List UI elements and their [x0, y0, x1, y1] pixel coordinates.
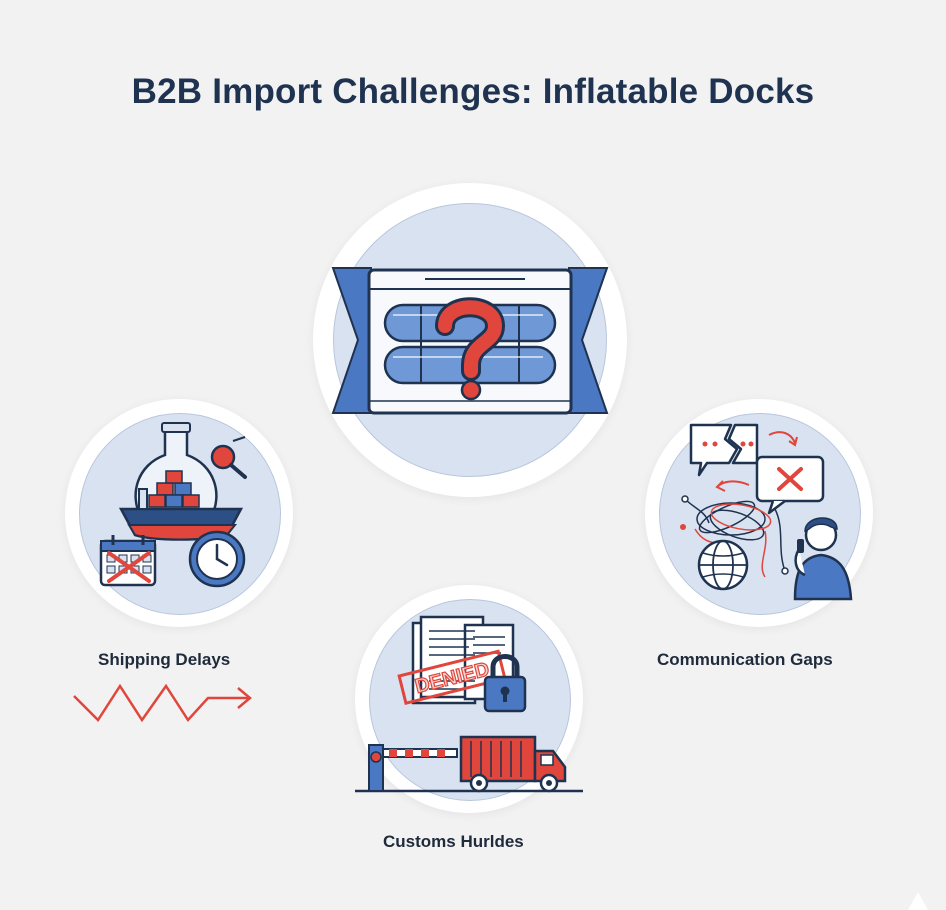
- center-medallion: [313, 183, 627, 497]
- communication-gaps-label: Communication Gaps: [657, 650, 833, 669]
- shipping-delays-medallion: [65, 399, 293, 627]
- communication-gaps-medallion: [645, 399, 873, 627]
- communication-breakdown-icon: [680, 423, 853, 601]
- shipping-delays-label: Shipping Delays: [98, 650, 231, 669]
- corner-triangle-decoration: [908, 892, 928, 910]
- customs-denied-truck-icon: DENIED: [355, 615, 583, 793]
- customs-hurdles-label: Customs Hurldes: [383, 832, 524, 851]
- inflatable-dock-question-icon: [331, 267, 609, 415]
- cargo-ship-delay-icon: [99, 422, 247, 588]
- customs-hurdles-medallion: DENIED: [355, 585, 583, 813]
- page-title: B2B Import Challenges: Inflatable Docks: [131, 72, 815, 111]
- zigzag-arrow-icon: [73, 683, 252, 723]
